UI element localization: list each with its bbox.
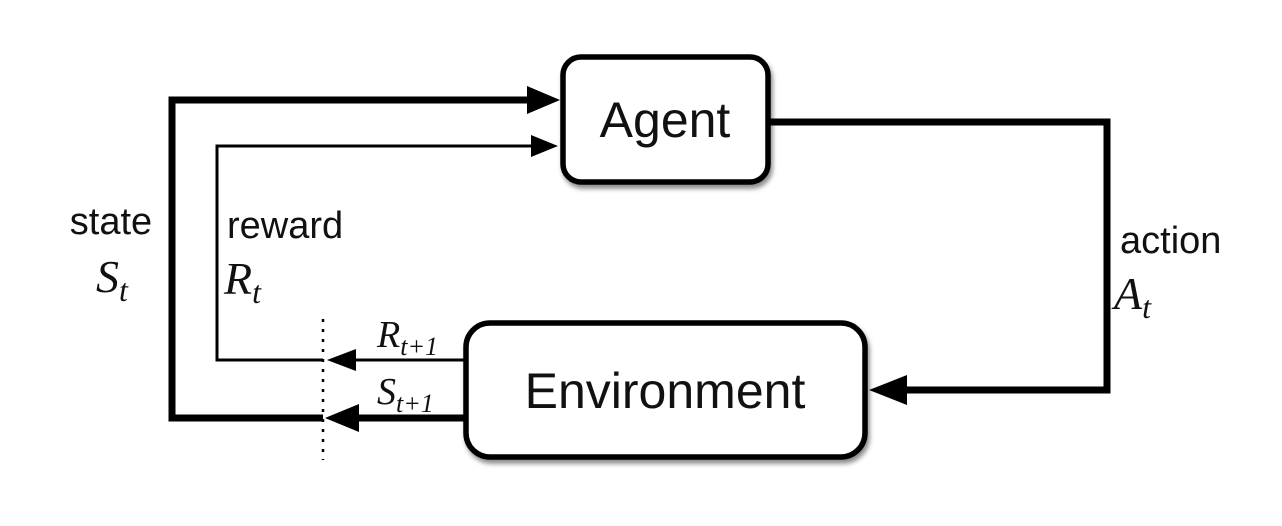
reward-edge-boundary-to-agent	[215, 144, 545, 362]
environment-node	[463, 320, 868, 460]
reward-arrowhead-at-agent	[531, 135, 558, 157]
next-state-symbol: S	[377, 371, 396, 413]
agent-node	[560, 54, 771, 185]
action-symbol: A	[1111, 268, 1143, 319]
state-word-label: state	[70, 201, 152, 243]
reward-symbol-label: Rt	[223, 253, 262, 310]
next-reward-symbol: R	[376, 314, 400, 356]
action-edge-agent-to-env	[768, 118, 1111, 394]
environment-node-label: Environment	[525, 363, 806, 419]
action-word-label: action	[1120, 220, 1221, 262]
state-arrowhead-at-agent	[527, 86, 560, 114]
state-symbol-label: St	[96, 251, 129, 308]
action-arrowhead-at-env	[869, 375, 907, 405]
agent-node-label: Agent	[600, 92, 731, 148]
state-edge-boundary-to-agent	[168, 96, 543, 422]
reward-word-label: reward	[227, 205, 343, 247]
next-reward-subscript: t+1	[400, 332, 438, 361]
next-state-label: St+1	[377, 371, 434, 418]
state-symbol: S	[96, 251, 119, 302]
state-arrowhead-at-boundary	[325, 404, 359, 432]
action-symbol-label: At	[1111, 268, 1152, 325]
next-state-subscript: t+1	[396, 389, 434, 418]
reward-arrowhead-at-boundary	[327, 349, 356, 371]
reward-symbol: R	[223, 253, 252, 304]
state-symbol-subscript: t	[119, 272, 129, 308]
action-symbol-subscript: t	[1142, 289, 1152, 325]
reward-symbol-subscript: t	[252, 274, 262, 310]
next-reward-label: Rt+1	[376, 314, 438, 361]
